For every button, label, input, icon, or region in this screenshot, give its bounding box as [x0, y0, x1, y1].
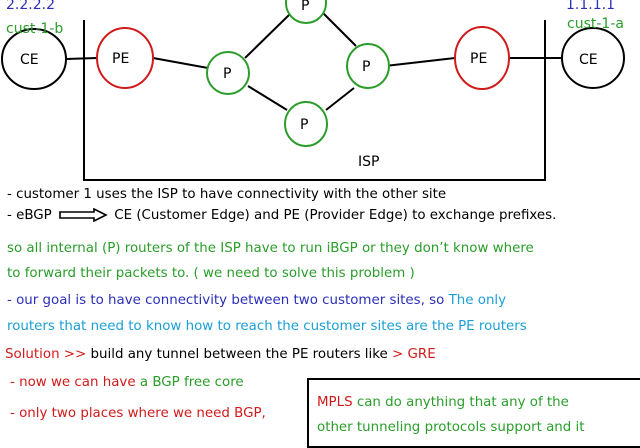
site-right: cust-1-a	[567, 16, 624, 32]
note-line-1: - customer 1 uses the ISP to have connec…	[7, 187, 447, 202]
svg-text:CE: CE	[20, 52, 39, 68]
pe-left-node: PE	[96, 27, 154, 89]
svg-text:PE: PE	[112, 51, 129, 67]
link-p-left-p-top	[244, 14, 290, 59]
link-p-right-pe-right	[384, 57, 456, 67]
note-line-3: so all internal (P) routers of the ISP h…	[7, 241, 534, 256]
ce-right-node: CE	[561, 27, 625, 89]
arrow-right-icon	[59, 207, 108, 223]
p-right-node: P	[346, 43, 390, 89]
isp-label: ISP	[358, 154, 379, 170]
isp-boundary	[83, 20, 546, 181]
p-bottom-node: P	[284, 101, 328, 147]
svg-text:PE: PE	[470, 51, 487, 67]
link-p-bottom-p-right	[325, 87, 355, 111]
note-line-4: to forward their packets to. ( we need t…	[7, 266, 415, 281]
mpls-line-1: MPLS can do anything that any of the	[317, 395, 569, 410]
svg-text:P: P	[300, 117, 308, 133]
ce-left-node: CE	[1, 28, 67, 90]
gre-label: > GRE	[392, 347, 436, 362]
link-pe-p-left	[152, 57, 209, 69]
ebgp-description: CE (Customer Edge) and PE (Provider Edge…	[114, 208, 557, 223]
p-top-node: P	[285, 0, 327, 24]
link-ce-pe-left	[65, 57, 98, 60]
ip-left: 2.2.2.2	[6, 0, 55, 13]
p-left-node: P	[206, 51, 250, 95]
mpls-note-box: MPLS can do anything that any of the oth…	[307, 378, 640, 448]
mpls-line-2: other tunneling protocols support and it	[317, 420, 585, 435]
svg-text:P: P	[362, 59, 370, 75]
note-line-8: - now we can have a BGP free core	[10, 374, 244, 392]
note-line-2: - eBGP CE (Customer Edge) and PE (Provid…	[7, 207, 556, 225]
svg-text:P: P	[223, 66, 231, 82]
pe-right-node: PE	[454, 26, 510, 90]
only-text: The only	[448, 293, 507, 308]
note-line-6: routers that need to know how to reach t…	[7, 319, 527, 334]
solution-text: build any tunnel between the PE routers …	[90, 347, 388, 362]
mpls-text-1: can do anything that any of the	[356, 395, 569, 410]
mpls-label: MPLS	[317, 395, 353, 410]
links	[65, 11, 563, 111]
bgp-free-prefix: - now we can have	[10, 375, 136, 390]
note-line-7: Solution >> build any tunnel between the…	[5, 346, 436, 364]
svg-text:CE: CE	[579, 52, 598, 68]
svg-text:P: P	[301, 0, 309, 14]
link-p-left-p-bottom	[247, 85, 288, 111]
ip-right: 1.1.1.1	[566, 0, 615, 13]
network-diagram: ISP CE PE P P P P PE CE	[1, 0, 625, 181]
bgp-free-core: a BGP free core	[139, 375, 244, 390]
solution-label: Solution >>	[5, 347, 87, 362]
site-left: cust-1-b	[6, 21, 63, 37]
ebgp-label: - eBGP	[7, 208, 52, 223]
note-line-5: - our goal is to have connectivity betwe…	[7, 292, 506, 310]
note-line-9: - only two places where we need BGP,	[10, 406, 266, 421]
goal-text: - our goal is to have connectivity betwe…	[7, 293, 445, 308]
link-p-top-p-right	[321, 11, 357, 47]
